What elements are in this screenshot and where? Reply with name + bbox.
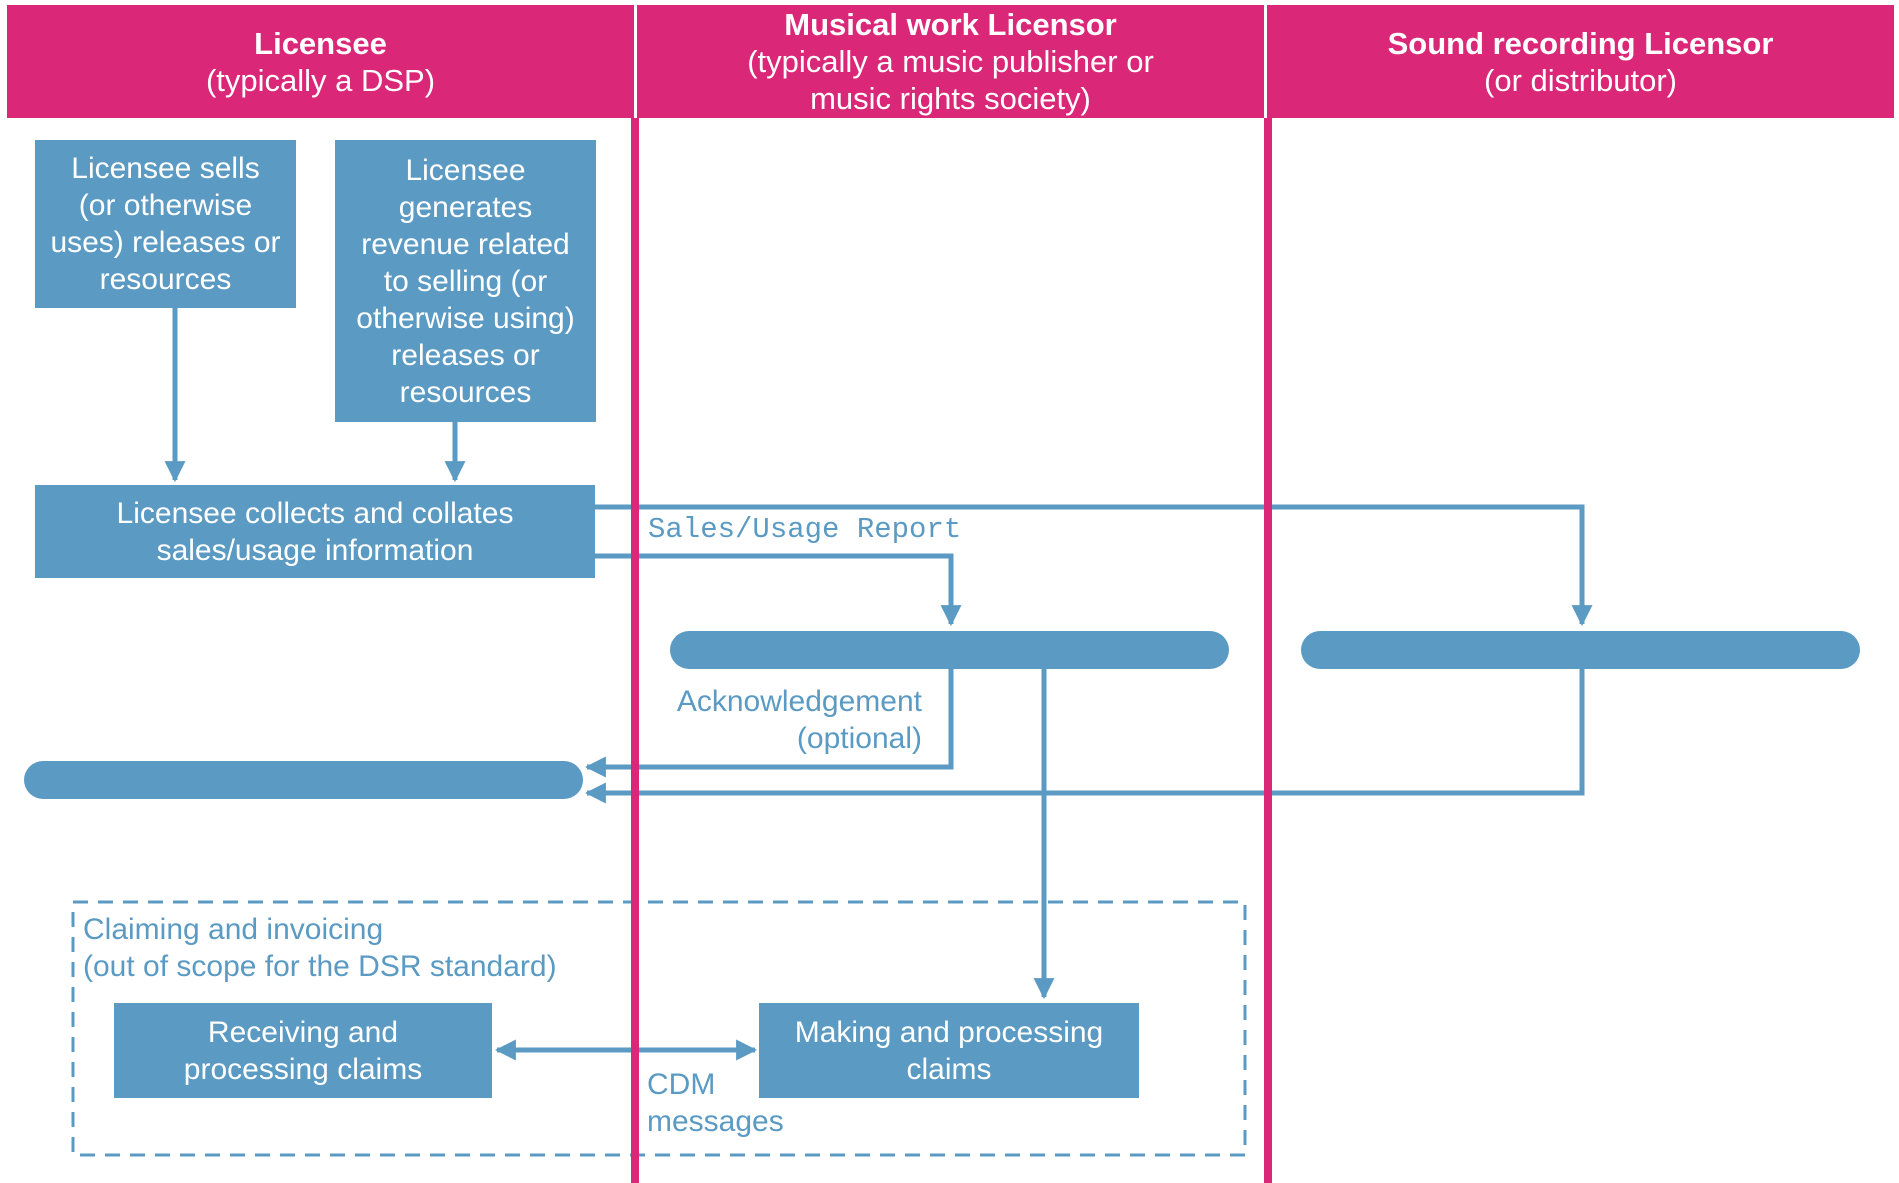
acknowledgement-label: Acknowledgement (optional) bbox=[676, 685, 922, 755]
lane-title: Sound recording Licensor bbox=[1387, 25, 1774, 61]
lane-title: Licensee bbox=[254, 25, 387, 61]
arrow-report-to-work-licensor bbox=[594, 553, 962, 627]
lane-subtitle: (typically a DSP) bbox=[205, 62, 436, 98]
making-claims-box: Making and processing claims bbox=[759, 1003, 1139, 1098]
cdm-messages-label: CDM messages bbox=[647, 1068, 784, 1138]
musical-work-licensor-report-bar bbox=[670, 631, 1229, 669]
sales-usage-report-label: Sales/Usage Report bbox=[648, 513, 962, 546]
sound-recording-licensor-report-bar bbox=[1301, 631, 1860, 669]
licensee-sells-box: Licensee sells (or otherwise uses) relea… bbox=[35, 140, 296, 308]
lane-title: Musical work Licensor bbox=[784, 7, 1117, 42]
claiming-title-label: Claiming and invoicing bbox=[83, 913, 384, 946]
licensee-generates-revenue-box: Licensee generates revenue related to se… bbox=[335, 140, 596, 422]
licensee-acknowledgement-bar bbox=[24, 761, 583, 799]
arrow-report-to-sound-licensor bbox=[594, 504, 1593, 627]
receiving-claims-box: Receiving and processing claims bbox=[114, 1003, 492, 1098]
claiming-scope-label: (out of scope for the DSR standard) bbox=[83, 950, 557, 983]
lane-subtitle: (typically a music publisher or music ri… bbox=[747, 44, 1154, 116]
arrow-ack-from-sound-licensor bbox=[584, 668, 1585, 804]
lane-header-licensee: Licensee (typically a DSP) bbox=[7, 5, 634, 118]
lane-subtitle: (or distributor) bbox=[1484, 62, 1677, 98]
arrow-ack-from-work-licensor bbox=[584, 668, 954, 778]
lane-header-sound-recording-licensor: Sound recording Licensor (or distributor… bbox=[1267, 5, 1894, 118]
lane-header-musical-work-licensor: Musical work Licensor (typically a music… bbox=[637, 5, 1264, 118]
licensee-collects-box: Licensee collects and collates sales/usa… bbox=[35, 485, 595, 578]
claiming-scope-frame bbox=[71, 900, 1247, 1157]
